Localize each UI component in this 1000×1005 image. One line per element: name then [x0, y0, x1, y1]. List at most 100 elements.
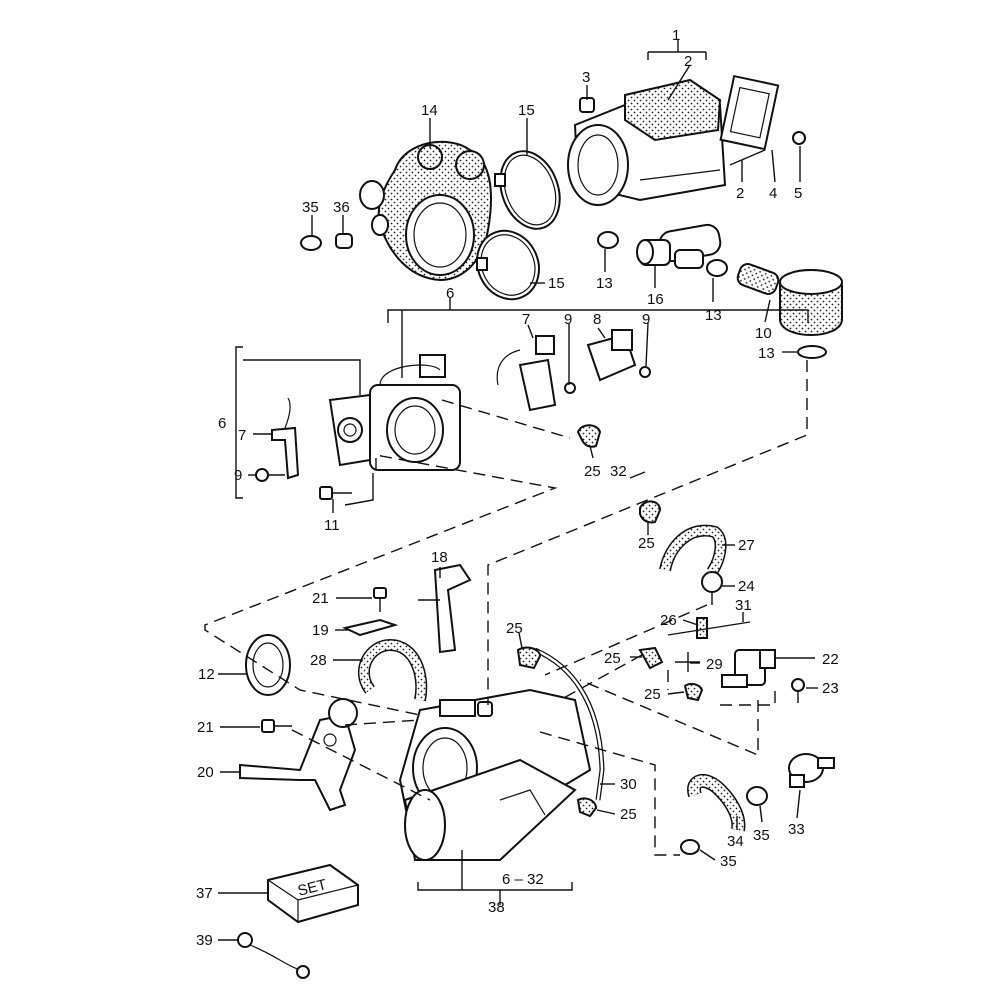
sleeve-36	[335, 233, 353, 249]
hose-25-manifold	[516, 646, 542, 670]
callout-14: 14	[421, 102, 438, 119]
callout-9-left: 9	[234, 467, 242, 484]
callout-25-bottom: 25	[620, 806, 637, 823]
hose-31	[667, 621, 751, 636]
hose-32	[611, 430, 654, 506]
callout-38: 38	[488, 899, 505, 916]
callout-11: 11	[324, 517, 340, 534]
callout-39: 39	[196, 932, 213, 949]
callout-25-right-upper: 25	[604, 650, 621, 667]
callout-28: 28	[310, 652, 327, 669]
tee-29	[675, 652, 700, 672]
clip-19	[341, 618, 399, 637]
clamp-35-mid	[746, 786, 768, 806]
set-box-label: SET	[296, 876, 328, 900]
callout-13-filter: 13	[758, 345, 775, 362]
gasket-12	[245, 634, 291, 696]
screw-11	[319, 486, 352, 500]
screw-23	[791, 678, 805, 703]
callout-4: 4	[769, 185, 777, 202]
callout-2-screw: 2	[736, 185, 744, 202]
callout-5: 5	[794, 185, 802, 202]
clamp-13-filter	[797, 345, 827, 359]
ground-cable-39	[237, 932, 310, 979]
callout-23: 23	[822, 680, 839, 697]
screw-21-top	[373, 587, 387, 612]
throttle-body	[328, 354, 461, 471]
callout-21-bottom: 21	[197, 719, 214, 736]
hose-34	[687, 774, 746, 832]
callout-36: 36	[333, 199, 350, 216]
clamp-13-right	[706, 259, 728, 277]
callout-6-32: 6 – 32	[502, 871, 544, 888]
air-flow-meter	[567, 74, 780, 206]
solenoid-valve-22	[721, 649, 776, 688]
hose-10	[736, 263, 780, 295]
throttle-switch-8	[586, 329, 637, 382]
callout-35-mid: 35	[753, 827, 770, 844]
callout-6-top: 6	[446, 285, 454, 302]
callout-9-right: 9	[642, 311, 650, 328]
callout-25-elbow: 25	[638, 535, 655, 552]
callout-15-bottom: 15	[548, 275, 565, 292]
callout-10: 10	[755, 325, 772, 342]
screw-9-right	[564, 366, 651, 394]
air-filter-10	[779, 269, 843, 336]
hose-25-upper	[576, 424, 602, 448]
callout-12: 12	[198, 666, 215, 683]
callout-35-low: 35	[720, 853, 737, 870]
clamp-13-left	[597, 231, 619, 249]
leader-lines	[218, 40, 818, 941]
bracket-7-right	[496, 335, 557, 412]
intake-boot	[359, 140, 492, 282]
callout-30: 30	[620, 776, 637, 793]
callout-2: 2	[684, 53, 692, 70]
callout-7-right: 7	[522, 311, 530, 328]
callout-31: 31	[735, 597, 752, 614]
callout-22: 22	[822, 651, 839, 668]
screw-2	[729, 149, 766, 166]
callout-19: 19	[312, 622, 329, 639]
callout-18: 18	[431, 549, 448, 566]
hose-25-elbow	[639, 500, 662, 524]
callout-29: 29	[706, 656, 723, 673]
callout-3: 3	[582, 69, 590, 86]
cap-3	[579, 97, 595, 113]
callout-7-left: 7	[238, 427, 246, 444]
callout-1: 1	[672, 27, 680, 44]
callout-15-top: 15	[518, 102, 535, 119]
callout-27: 27	[738, 537, 755, 554]
valve-33	[788, 753, 835, 788]
screw-9-left	[255, 468, 285, 482]
callout-13-right: 13	[705, 307, 722, 324]
callout-6-left: 6	[218, 415, 226, 432]
callout-9-mid: 9	[564, 311, 572, 328]
callout-32: 32	[610, 463, 627, 480]
callout-25-right-lower: 25	[644, 686, 661, 703]
gasket-set-37	[267, 863, 359, 924]
hose-30	[534, 647, 605, 801]
callout-37: 37	[196, 885, 213, 902]
hose-26	[696, 617, 708, 639]
check-valve-24	[701, 571, 723, 605]
callout-20: 20	[197, 764, 214, 781]
washer-5	[792, 131, 806, 145]
clamp-35-top	[300, 235, 322, 251]
idle-control-valve	[636, 223, 722, 269]
bracket-7-left	[271, 397, 300, 480]
callout-8: 8	[593, 311, 601, 328]
clamp-35-low	[680, 839, 700, 855]
callout-34: 34	[727, 833, 744, 850]
hose-25-right-lower	[683, 682, 704, 702]
bracket-20	[239, 698, 358, 812]
callout-33: 33	[788, 821, 805, 838]
dashed-connection-lines	[204, 360, 808, 856]
callout-26: 26	[660, 612, 677, 629]
callout-13-left: 13	[596, 275, 613, 292]
hose-28	[358, 638, 428, 702]
hose-25-right-upper	[638, 646, 664, 670]
hose-25-bottom	[576, 797, 598, 818]
callout-35-top: 35	[302, 199, 319, 216]
